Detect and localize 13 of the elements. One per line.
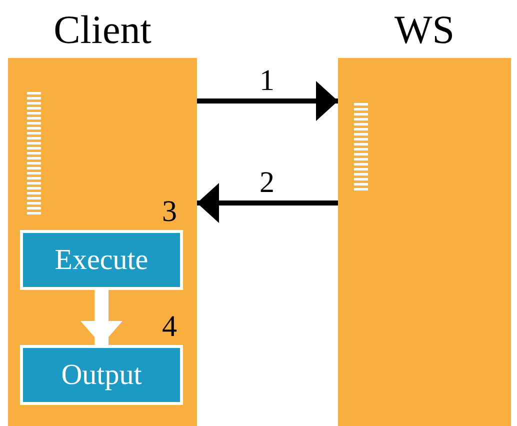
lane-heading: Client xyxy=(52,8,152,52)
process-box xyxy=(20,230,183,290)
process-box xyxy=(20,345,183,405)
arrow xyxy=(197,81,338,121)
process-label: Execute xyxy=(54,244,148,276)
step-number: 4 xyxy=(162,311,177,343)
arrow xyxy=(197,183,338,223)
process-label: Output xyxy=(61,358,142,392)
edge-label: 2 xyxy=(260,167,274,199)
step-number: 3 xyxy=(162,196,177,228)
edge-label: 1 xyxy=(260,65,274,97)
arrow xyxy=(80,290,122,345)
lane-heading: WS xyxy=(394,8,456,52)
